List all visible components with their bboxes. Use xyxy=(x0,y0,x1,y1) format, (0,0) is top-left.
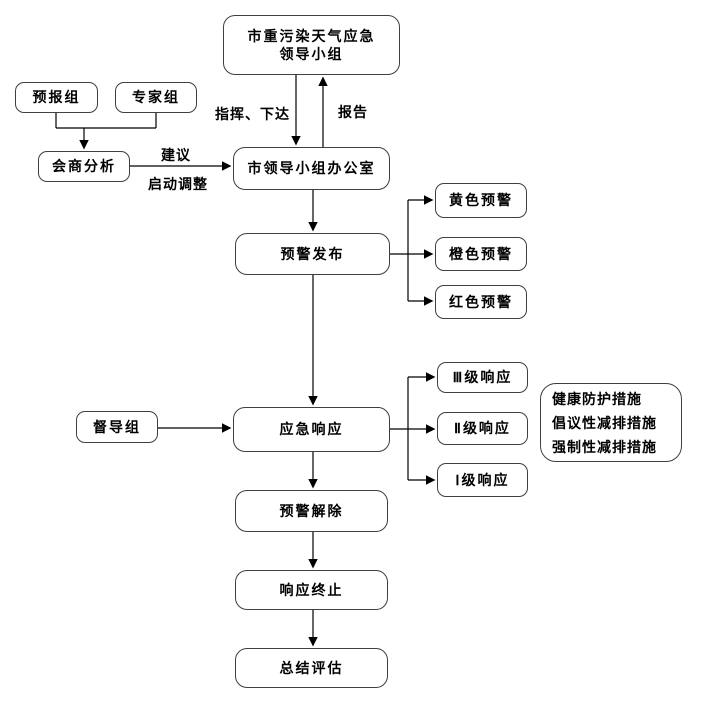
node-response-level-1: Ⅰ级响应 xyxy=(437,463,528,497)
node-supervision-team: 督导组 xyxy=(76,411,158,443)
node-forecast-team: 预报组 xyxy=(15,82,98,113)
node-leading-group-office: 市领导小组办公室 xyxy=(233,147,390,190)
node-warning-red: 红色预警 xyxy=(435,285,527,319)
measures-line3: 强制性减排措施 xyxy=(552,438,657,455)
edge-warning-branch-trunk xyxy=(390,200,409,301)
node-consultation-analysis: 会商分析 xyxy=(38,151,130,182)
node-response-end: 响应终止 xyxy=(235,570,388,610)
node-emergency-response: 应急响应 xyxy=(233,407,390,452)
label-report: 报告 xyxy=(338,104,368,120)
node-response-level-2: Ⅱ级响应 xyxy=(437,412,528,445)
node-warning-yellow: 黄色预警 xyxy=(435,183,527,218)
label-suggestion: 建议 xyxy=(161,147,191,163)
edge-response-branch-trunk xyxy=(390,377,409,480)
measures-line1: 健康防护措施 xyxy=(552,390,642,407)
node-measures: 健康防护措施 倡议性减排措施 强制性减排措施 xyxy=(540,383,682,462)
node-warning-lift: 预警解除 xyxy=(235,490,388,532)
label-start-adjust: 启动调整 xyxy=(148,176,208,192)
node-response-level-3: Ⅲ级响应 xyxy=(437,362,528,393)
node-warning-issue: 预警发布 xyxy=(235,233,390,275)
leadership-line1: 市重污染天气应急 xyxy=(247,27,376,44)
node-leadership-group: 市重污染天气应急 领导小组 xyxy=(223,15,400,75)
measures-line2: 倡议性减排措施 xyxy=(552,414,657,431)
label-command-issue: 指挥、下达 xyxy=(215,106,290,122)
node-warning-orange: 橙色预警 xyxy=(435,237,527,271)
leadership-line2: 领导小组 xyxy=(279,46,344,62)
node-evaluation: 总结评估 xyxy=(235,648,388,688)
node-expert-team: 专家组 xyxy=(115,82,197,113)
